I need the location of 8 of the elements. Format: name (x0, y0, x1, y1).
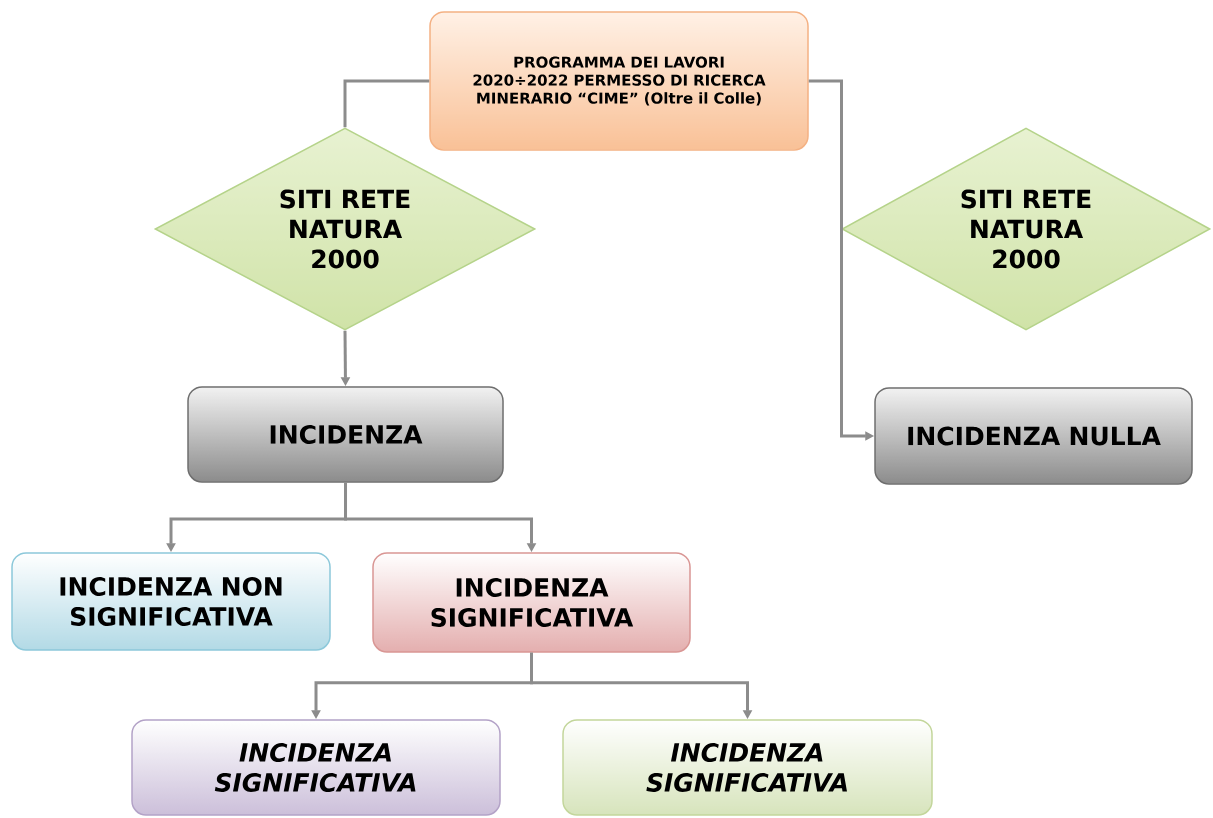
process-box: INCIDENZA NON SIGNIFICATIVA (11, 552, 331, 651)
process-box: INCIDENZA (187, 386, 504, 483)
process-box: PROGRAMMA DEI LAVORI 2020÷2022 PERMESSO DI RICERCA MINERARIO “CIME” (Oltre il Colle) (429, 11, 809, 151)
process-box: INCIDENZA SIGNIFICATIVA (131, 719, 501, 816)
process-box: INCIDENZA NULLA (874, 387, 1193, 485)
process-box: INCIDENZA SIGNIFICATIVA (562, 719, 933, 816)
process-box: INCIDENZA SIGNIFICATIVA (372, 552, 691, 653)
connector (343, 79, 430, 128)
